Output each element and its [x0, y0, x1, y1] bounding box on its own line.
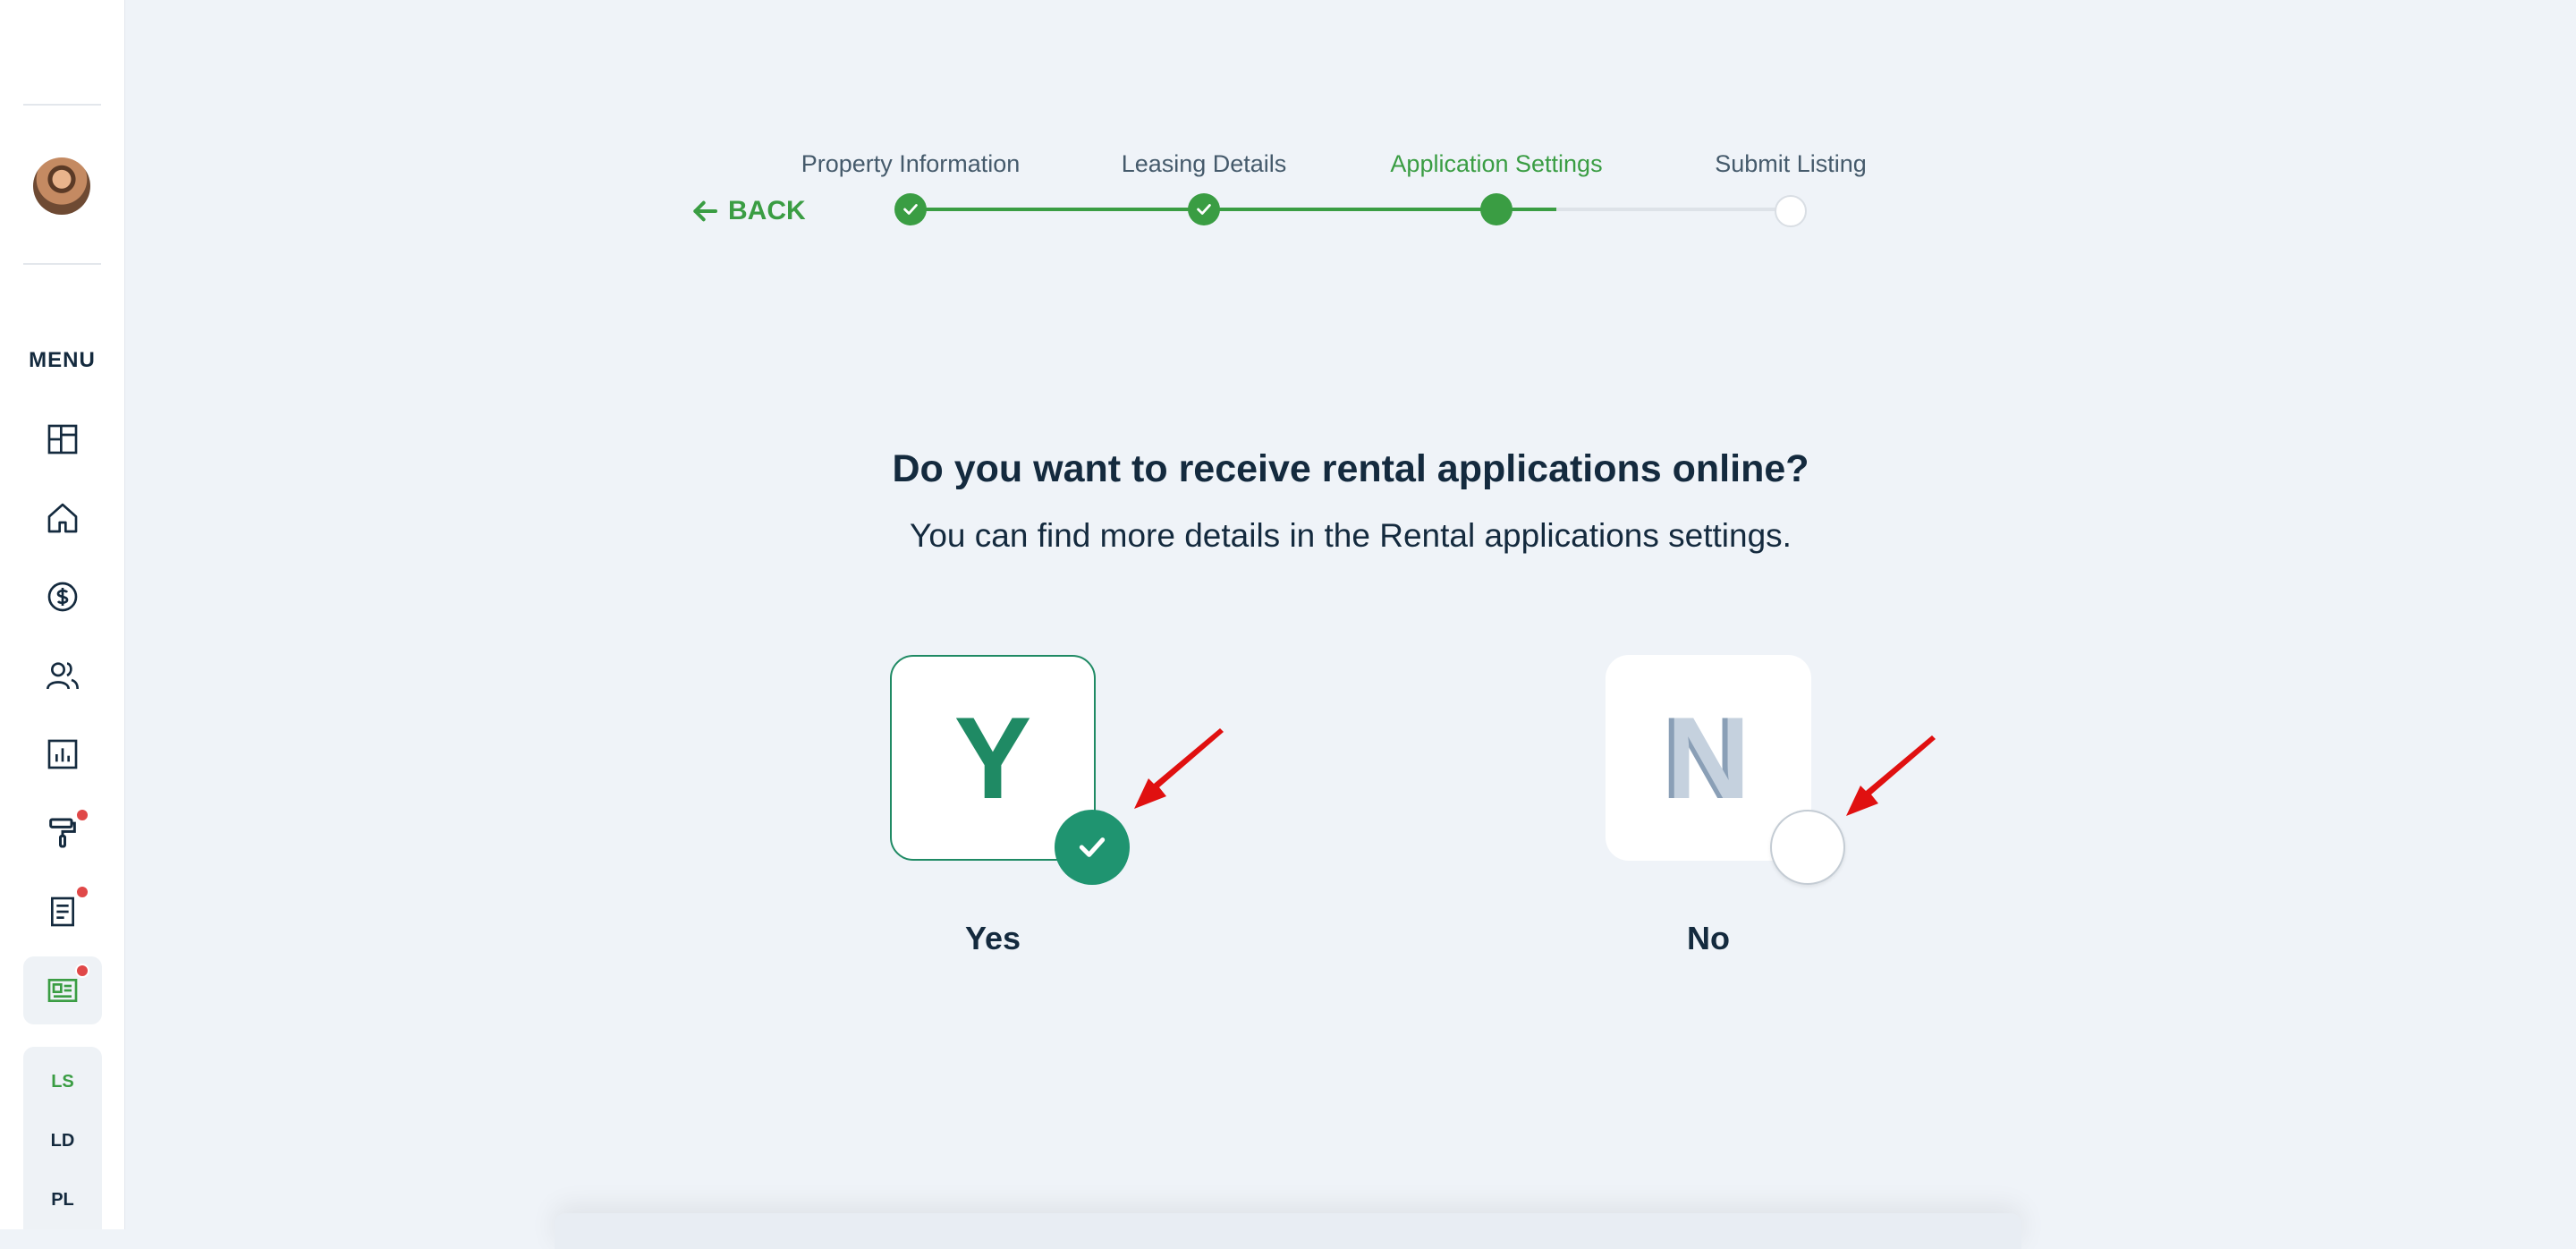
sub-nav-item-ls[interactable]: LS: [51, 1072, 74, 1092]
step-label-submit-listing[interactable]: Submit Listing: [1715, 150, 1867, 177]
question-title: Do you want to receive rental applicatio…: [892, 447, 1809, 490]
check-icon: [1197, 204, 1211, 215]
sidebar-item-dashboard[interactable]: [23, 405, 102, 473]
back-label: BACK: [728, 196, 806, 225]
avatar[interactable]: [33, 157, 90, 215]
stepper-track-remaining: [1556, 208, 1791, 211]
step-marker-leasing-details[interactable]: [1188, 193, 1220, 225]
annotation-arrow-icon: [1846, 735, 1936, 816]
sidebar-divider: [23, 104, 101, 106]
check-icon: [1079, 837, 1106, 857]
step-marker-submit-listing[interactable]: [1775, 195, 1807, 227]
sub-nav-item-ld[interactable]: LD: [50, 1131, 75, 1151]
step-marker-property-information[interactable]: [894, 193, 927, 225]
listing-card-icon: [47, 979, 78, 1002]
sidebar-item-listings[interactable]: [23, 956, 102, 1024]
sidebar-item-people[interactable]: [23, 641, 102, 709]
sidebar-item-maintenance[interactable]: [23, 799, 102, 867]
menu-label: MENU: [29, 348, 96, 372]
step-label-leasing-details[interactable]: Leasing Details: [1121, 150, 1287, 177]
sidebar-item-reports[interactable]: [23, 720, 102, 788]
option-no-letter: N: [1666, 692, 1750, 823]
sub-nav-item-pl[interactable]: PL: [51, 1190, 74, 1210]
notification-dot: [75, 885, 89, 899]
stepper-track-complete: [911, 208, 1556, 211]
sidebar-item-documents[interactable]: [23, 878, 102, 946]
option-no-label: No: [1687, 920, 1730, 956]
option-yes-letter: Y: [953, 692, 1032, 823]
option-yes-radio[interactable]: [1055, 810, 1130, 885]
people-icon: [47, 662, 79, 690]
back-button[interactable]: BACK: [691, 191, 806, 231]
sidebar-item-accounting[interactable]: [23, 563, 102, 631]
check-icon: [903, 204, 918, 215]
sidebar-item-properties[interactable]: [23, 484, 102, 552]
option-yes-label: Yes: [964, 920, 1021, 956]
sub-nav: LS LD PL: [23, 1047, 102, 1229]
annotation-arrow-icon: [1134, 728, 1224, 809]
question-subtitle: You can find more details in the Rental …: [910, 517, 1792, 554]
step-label-application-settings[interactable]: Application Settings: [1390, 150, 1603, 177]
dashboard-icon: [47, 424, 78, 455]
bottom-panel: [555, 1213, 2021, 1249]
notification-dot: [75, 964, 89, 978]
paint-roller-icon: [49, 818, 76, 848]
arrow-left-icon: [693, 200, 717, 222]
option-no-card[interactable]: N: [1606, 655, 1811, 861]
option-no-radio[interactable]: [1770, 810, 1845, 885]
step-label-property-information[interactable]: Property Information: [801, 150, 1021, 177]
sidebar-divider: [23, 263, 101, 265]
document-icon: [51, 896, 74, 927]
home-icon: [47, 503, 78, 533]
sidebar: MENU: [0, 0, 125, 1229]
chart-icon: [47, 739, 78, 769]
step-marker-application-settings[interactable]: [1480, 193, 1513, 225]
notification-dot: [75, 808, 89, 822]
dollar-icon: [47, 582, 78, 612]
